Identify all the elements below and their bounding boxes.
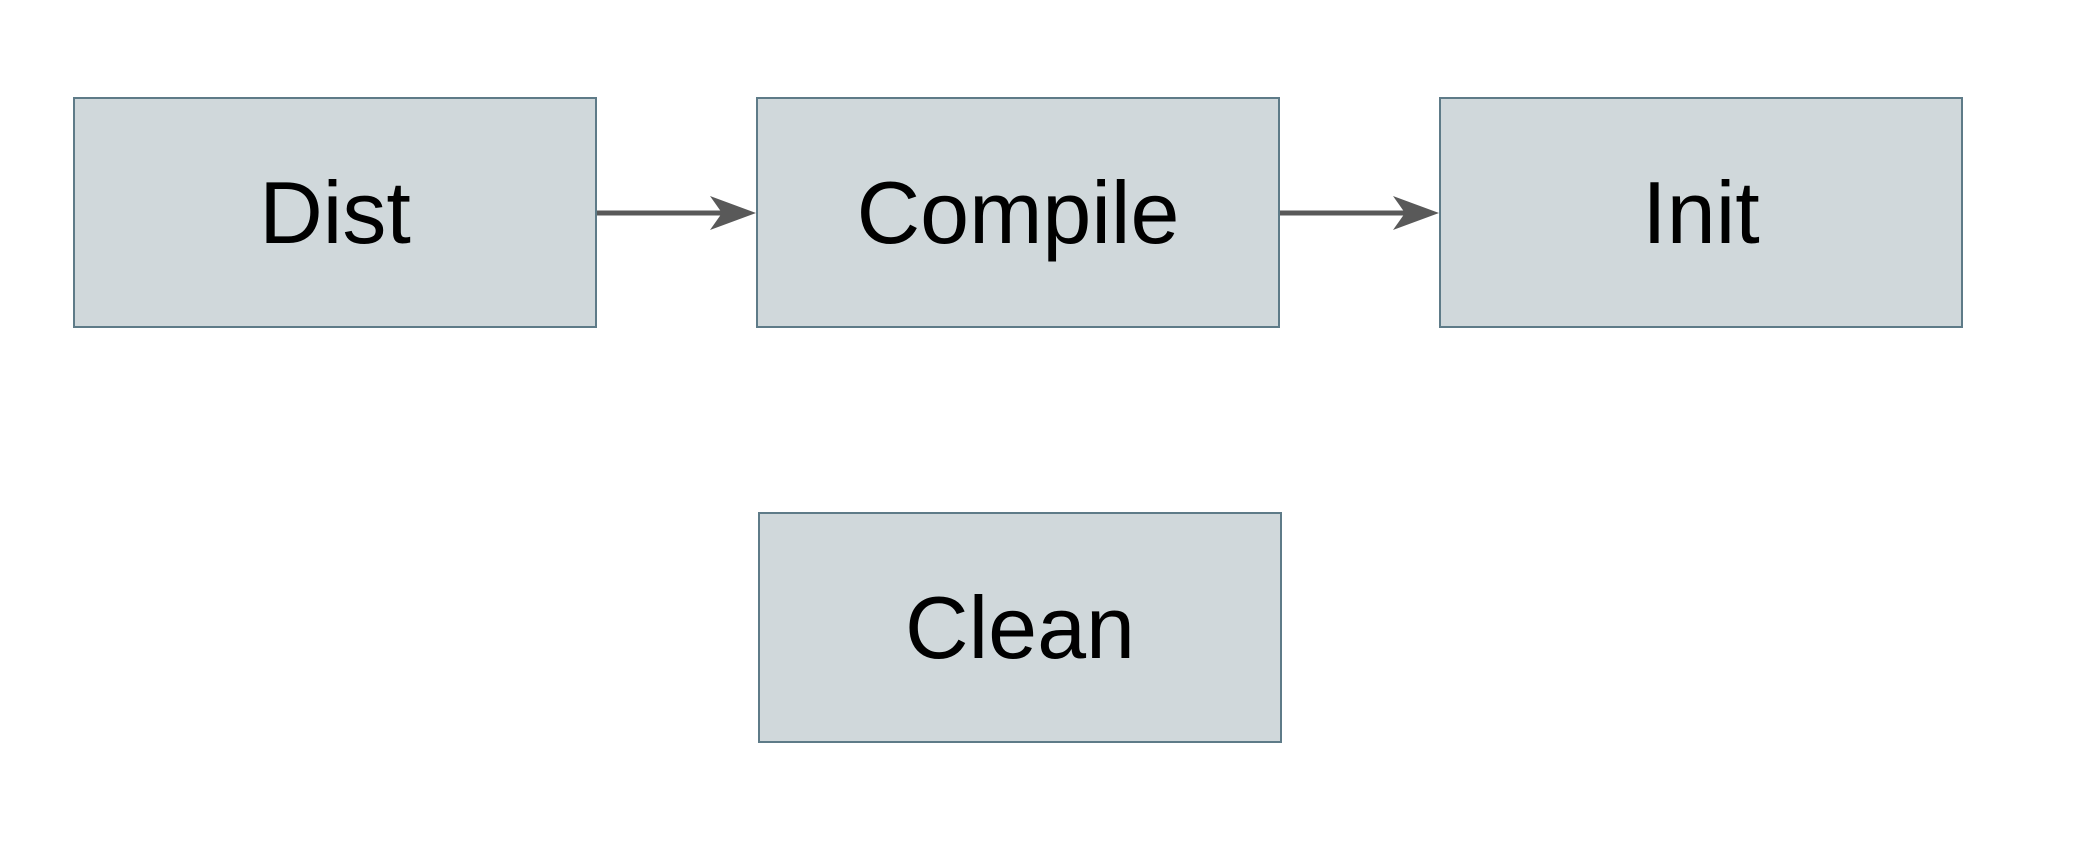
node-clean-label: Clean	[905, 577, 1135, 677]
node-init: Init	[1439, 97, 1963, 328]
node-clean: Clean	[758, 512, 1282, 743]
node-compile-label: Compile	[856, 162, 1180, 262]
node-dist: Dist	[73, 97, 597, 328]
node-compile: Compile	[756, 97, 1280, 328]
node-init-label: Init	[1642, 162, 1760, 262]
node-dist-label: Dist	[259, 162, 411, 262]
